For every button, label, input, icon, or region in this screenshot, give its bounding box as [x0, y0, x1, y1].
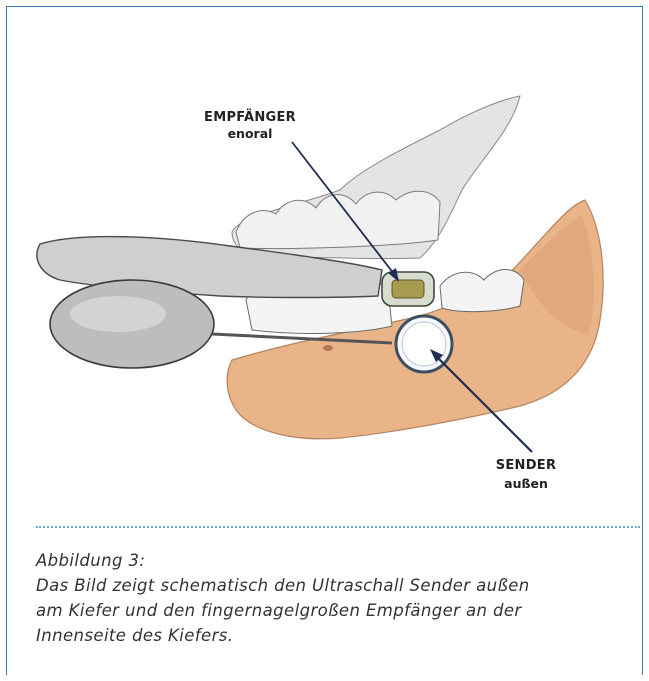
sender-grip-highlight: [70, 296, 166, 332]
sender-label: SENDER: [496, 458, 557, 473]
caption-heading: Abbildung 3:: [36, 548, 636, 573]
molar-right: [440, 270, 524, 312]
caption-line-3: Innenseite des Kiefers.: [36, 623, 636, 648]
mental-foramen: [323, 345, 333, 351]
caption-line-1: Das Bild zeigt schematisch den Ultrascha…: [36, 573, 636, 598]
caption-divider: [36, 526, 640, 528]
jaw-illustration: EMPFÄNGER enoral SENDER außen: [0, 0, 649, 500]
receiver-core: [392, 280, 424, 298]
upper-teeth: [236, 191, 440, 248]
receiver-label: EMPFÄNGER: [204, 109, 296, 125]
receiver-sublabel: enoral: [228, 126, 273, 141]
caption-line-2: am Kiefer und den fingernagelgroßen Empf…: [36, 598, 636, 623]
sender-sublabel: außen: [504, 476, 548, 491]
figure-caption: Abbildung 3: Das Bild zeigt schematisch …: [36, 548, 636, 648]
